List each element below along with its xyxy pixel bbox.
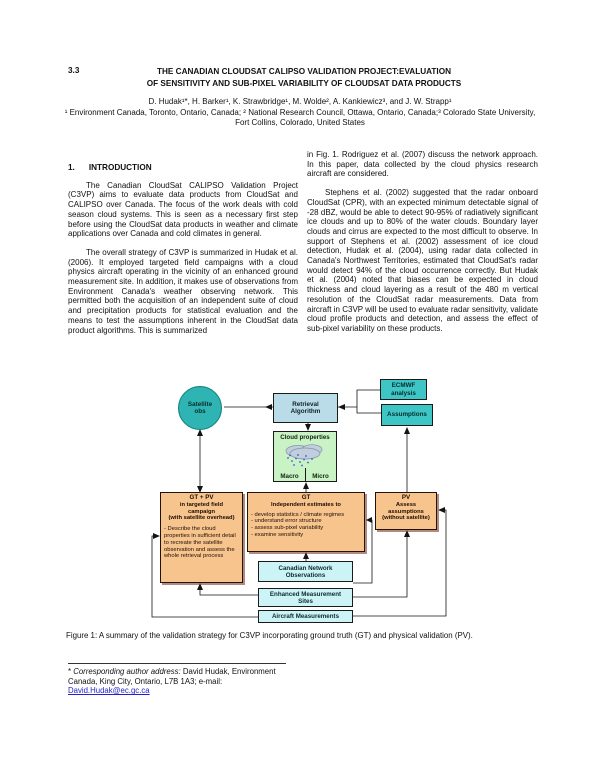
gt-pv-body: - Describe the cloud properties in suffi… — [164, 526, 236, 560]
node-gt: GT Independent estimates to - develop st… — [247, 492, 365, 552]
node-retrieval-algorithm: Retrieval Algorithm — [273, 393, 338, 423]
heading-text: INTRODUCTION — [88, 163, 152, 172]
node-assumptions: Assumptions — [381, 404, 433, 426]
figure-caption: Figure 1: A summary of the validation st… — [66, 631, 473, 640]
footnote-rule — [68, 663, 286, 664]
node-enhanced-measurement-sites: Enhanced Measurement Sites — [258, 588, 353, 607]
node-satellite-obs: Satellite obs — [178, 386, 222, 430]
introduction-heading: 1. INTRODUCTION — [68, 163, 298, 173]
footnote-text: * Corresponding author address: David Hu… — [68, 667, 304, 696]
gt-bullet-2: - understand error structure — [251, 518, 322, 525]
footnote-address: David Hudak, Environment Canada, King Ci… — [68, 667, 276, 686]
figure-connectors — [151, 389, 447, 618]
gt-pv-title: GT + PV — [189, 494, 214, 501]
cloud-rain-icon — [285, 444, 323, 467]
node-cloud-properties: Cloud properties Macro — [273, 431, 337, 482]
cloud-properties-title: Cloud properties — [280, 434, 330, 441]
intro-paragraph-2: The overall strategy of C3VP is summariz… — [68, 247, 298, 335]
paper-title: THE CANADIAN CLOUDSAT CALIPSO VALIDATION… — [88, 66, 520, 90]
gt-pv-subtitle: in targeted field campaign (with satelli… — [168, 501, 235, 522]
node-gt-pv: GT + PV in targeted field campaign (with… — [160, 492, 243, 583]
micro-label: Micro — [312, 472, 329, 480]
node-canadian-network-observations: Canadian Network Observations — [258, 561, 353, 582]
figure-1-diagram: Satellite obs Retrieval Algorithm ECMWF … — [110, 376, 470, 626]
gt-bullet-3: - assess sub-pixel variability — [251, 525, 324, 532]
node-aircraft-measurements: Aircraft Measurements — [258, 610, 353, 623]
email-link[interactable]: David.Hudak@ec.gc.ca — [68, 686, 150, 696]
gt-bullet-4: - examine sensitivity — [251, 531, 304, 538]
affiliation-line: ¹ Environment Canada, Toronto, Ontario, … — [64, 108, 536, 127]
paper-title-line1: THE CANADIAN CLOUDSAT CALIPSO VALIDATION… — [157, 67, 451, 76]
footnote-marker: * — [68, 667, 72, 676]
intro-paragraph-1: The Canadian CloudSat CALIPSO Validation… — [68, 180, 298, 239]
intro-paragraph-4: Stephens et al. (2002) suggested that th… — [307, 188, 538, 333]
heading-number: 1. — [68, 163, 75, 172]
column-right: in Fig. 1. Rodriguez et al. (2007) discu… — [307, 150, 538, 343]
column-left: 1. INTRODUCTION The Canadian CloudSat CAL… — [68, 163, 298, 344]
macro-micro-labels: Macro Micro — [274, 473, 336, 480]
section-number: 3.3 — [68, 66, 80, 75]
paper-title-line2: OF SENSITIVITY AND SUB-PIXEL VARIABILITY… — [146, 79, 462, 88]
gt-bullet-1: - develop statistics / climate regimes — [251, 511, 345, 518]
gt-subtitle: Independent estimates to — [271, 501, 341, 508]
footnote: * Corresponding author address: David Hu… — [68, 663, 304, 696]
pv-body: Assess assumptions (without satellite) — [382, 501, 430, 522]
gt-title: GT — [301, 494, 311, 501]
author-line: D. Hudak¹*, H. Barker¹, K. Strawbridge¹,… — [148, 97, 452, 106]
macro-micro-divider — [305, 468, 306, 481]
macro-label: Macro — [280, 472, 299, 480]
node-ecmwf-analysis: ECMWF analysis — [380, 379, 427, 400]
node-pv: PV Assess assumptions (without satellite… — [375, 492, 437, 530]
intro-paragraph-3: in Fig. 1. Rodriguez et al. (2007) discu… — [307, 150, 538, 179]
footnote-label: Corresponding author address: — [73, 667, 181, 676]
pv-title: PV — [401, 494, 411, 501]
gt-bullets: - develop statistics / climate regimes -… — [251, 512, 361, 539]
